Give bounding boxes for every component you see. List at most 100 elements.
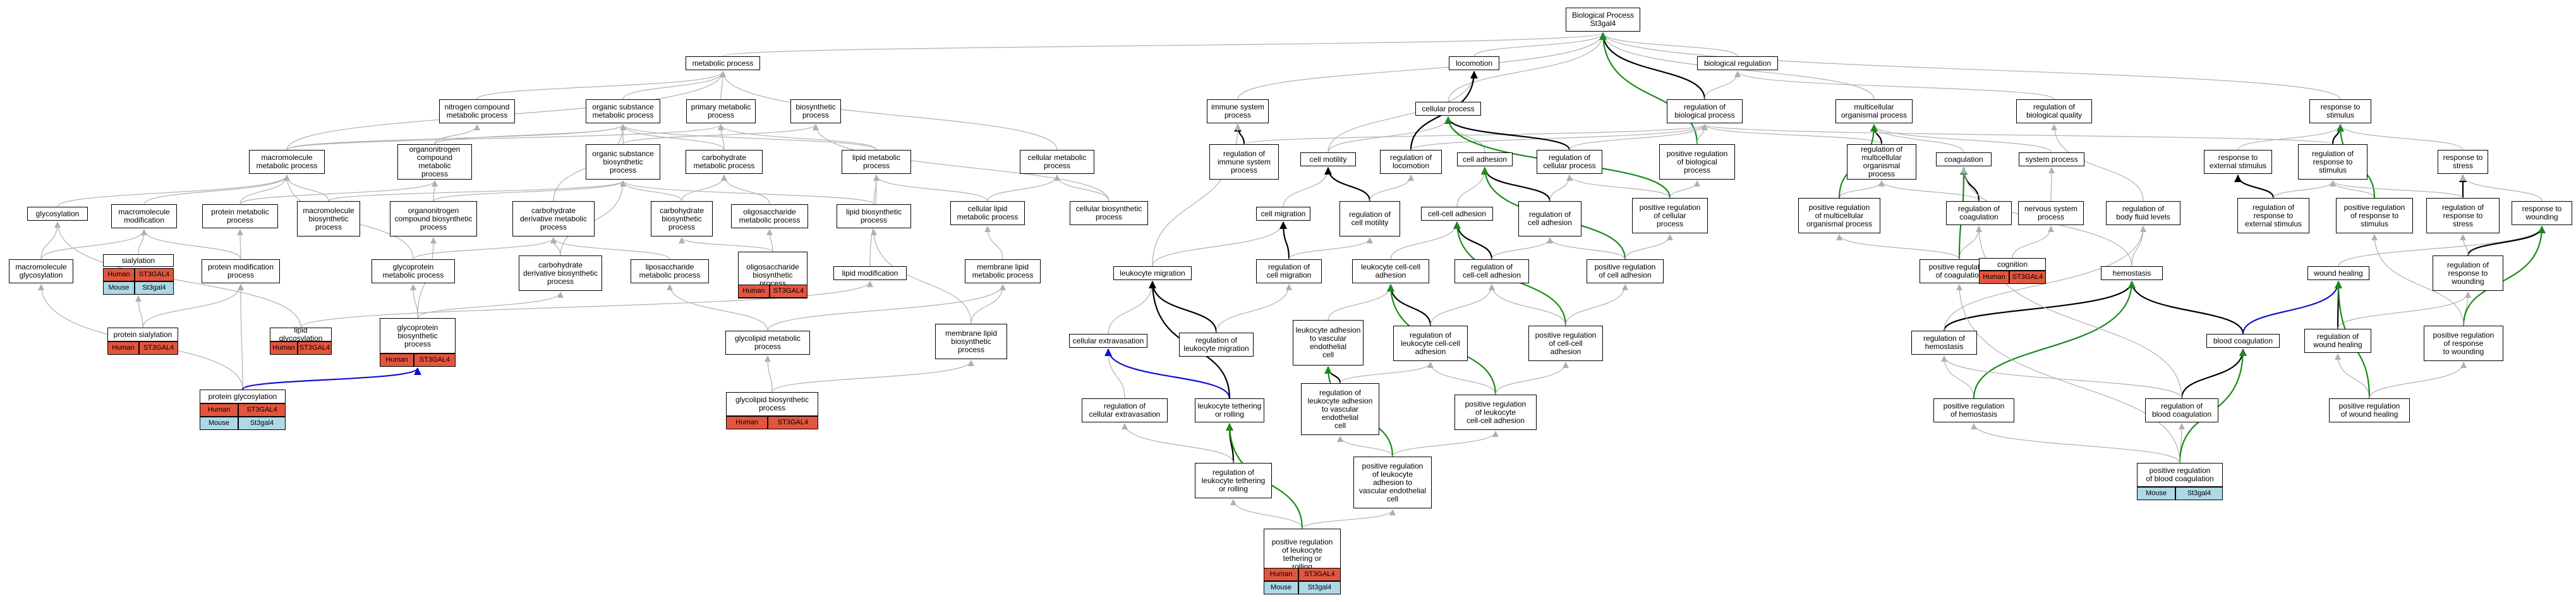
go-term-leukocyte-adhesion-vascular[interactable]: leukocyte adhesion to vascular endotheli… bbox=[1293, 320, 1364, 366]
go-term-lipid-bp[interactable]: lipid biosynthetic process bbox=[837, 204, 911, 228]
go-term-lipid-mp[interactable]: lipid metabolic process bbox=[842, 150, 911, 174]
go-term-pos-reg-response-wounding[interactable]: positive regulation of response to wound… bbox=[2424, 326, 2503, 361]
go-term-root[interactable]: Biological Process St3gal4 bbox=[1566, 8, 1640, 32]
go-term-leukocyte-migration[interactable]: leukocyte migration bbox=[1113, 266, 1192, 280]
go-term-regulation-multicellular[interactable]: regulation of multicellular organismal p… bbox=[1847, 144, 1916, 180]
go-term-organic-substance-bp[interactable]: organic substance biosynthetic process bbox=[586, 144, 660, 180]
go-term-sialylation[interactable]: sialylation bbox=[103, 254, 174, 267]
go-term-multicellular-op[interactable]: multicellular organismal process bbox=[1835, 99, 1913, 123]
go-term-pos-reg-response-stimulus[interactable]: positive regulation of response to stimu… bbox=[2336, 198, 2413, 233]
go-term-cell-cell-adhesion[interactable]: cell-cell adhesion bbox=[1421, 207, 1493, 221]
go-term-membrane-lipid-bp[interactable]: membrane lipid biosynthetic process bbox=[935, 324, 1007, 359]
go-term-regulation-response-external[interactable]: regulation of response to external stimu… bbox=[2237, 198, 2309, 233]
go-term-regulation-blood-coagulation[interactable]: regulation of blood coagulation bbox=[2145, 398, 2218, 422]
go-term-cellular-extravasation[interactable]: cellular extravasation bbox=[1069, 334, 1147, 348]
go-term-regulation-leukocyte-migration[interactable]: regulation of leukocyte migration bbox=[1179, 333, 1254, 357]
go-term-regulation-cell-adhesion[interactable]: regulation of cell adhesion bbox=[1518, 201, 1581, 236]
go-term-response-to-stimulus[interactable]: response to stimulus bbox=[2309, 99, 2371, 123]
go-term-pos-reg-leukocyte-cell-cell[interactable]: positive regulation of leukocyte cell-ce… bbox=[1454, 395, 1537, 430]
go-term-glycolipid-mp[interactable]: glycolipid metabolic process bbox=[725, 331, 810, 355]
go-term-hemostasis[interactable]: hemostasis bbox=[2101, 266, 2163, 280]
go-term-regulation-body-fluid[interactable]: regulation of body fluid levels bbox=[2106, 201, 2180, 225]
go-term-pos-reg-leukocyte-adhesion-vascular[interactable]: positive regulation of leukocyte adhesio… bbox=[1353, 457, 1432, 508]
go-term-primary-mp[interactable]: primary metabolic process bbox=[686, 99, 756, 123]
go-term-cellular-process[interactable]: cellular process bbox=[1415, 102, 1481, 116]
go-term-carbohydrate-derivative-mp[interactable]: carbohydrate derivative metabolic proces… bbox=[512, 201, 595, 236]
go-term-regulation-response-wounding[interactable]: regulation of response to wounding bbox=[2433, 255, 2503, 291]
go-term-locomotion[interactable]: locomotion bbox=[1449, 56, 1499, 70]
go-term-regulation-locomotion[interactable]: regulation of locomotion bbox=[1380, 150, 1442, 174]
go-term-regulation-leukocyte-tethering[interactable]: regulation of leukocyte tethering or rol… bbox=[1195, 463, 1272, 498]
go-term-glycoprotein-bp[interactable]: glycoprotein biosynthetic process bbox=[380, 318, 456, 353]
go-term-macromolecule-bp[interactable]: macromolecule biosynthetic process bbox=[297, 201, 360, 236]
go-term-organic-substance-mp[interactable]: organic substance metabolic process bbox=[586, 99, 660, 123]
go-term-response-wounding[interactable]: response to wounding bbox=[2512, 201, 2572, 225]
go-term-cellular-bp[interactable]: cellular biosynthetic process bbox=[1070, 201, 1148, 225]
go-term-macromolecule-glycosylation[interactable]: macromolecule glycosylation bbox=[9, 259, 73, 283]
go-term-coagulation[interactable]: coagulation bbox=[1936, 152, 1992, 166]
go-term-regulation-coagulation[interactable]: regulation of coagulation bbox=[1946, 201, 2012, 225]
go-term-oligosaccharide-mp[interactable]: oligosaccharide metabolic process bbox=[731, 204, 808, 228]
go-term-wound-healing[interactable]: wound healing bbox=[2307, 266, 2369, 280]
go-term-regulation-leukocyte-cell-cell[interactable]: regulation of leukocyte cell-cell adhesi… bbox=[1393, 326, 1468, 361]
go-term-protein-glycosylation[interactable]: protein glycosylation bbox=[200, 390, 286, 403]
go-term-leukocyte-tethering[interactable]: leukocyte tethering or rolling bbox=[1195, 398, 1264, 422]
go-term-pos-reg-wound-healing[interactable]: positive regulation of wound healing bbox=[2329, 398, 2410, 422]
go-term-carbohydrate-bp[interactable]: carbohydrate biosynthetic process bbox=[651, 201, 713, 236]
go-term-system-process[interactable]: system process bbox=[2019, 152, 2084, 166]
go-term-protein-sialylation[interactable]: protein sialylation bbox=[107, 328, 178, 341]
go-term-lipid-glycosylation[interactable]: lipid glycosylation bbox=[270, 326, 332, 343]
go-term-regulation-hemostasis[interactable]: regulation of hemostasis bbox=[1911, 331, 1977, 355]
go-term-glycosylation[interactable]: glycosylation bbox=[27, 207, 88, 221]
go-term-cell-adhesion[interactable]: cell adhesion bbox=[1457, 152, 1513, 166]
go-term-biosynthetic-process[interactable]: biosynthetic process bbox=[790, 99, 841, 123]
go-term-regulation-biological-quality[interactable]: regulation of biological quality bbox=[2016, 99, 2092, 123]
go-term-pos-reg-bp[interactable]: positive regulation of biological proces… bbox=[1659, 144, 1735, 180]
go-term-regulation-cell-cell-adhesion[interactable]: regulation of cell-cell adhesion bbox=[1454, 259, 1529, 283]
go-term-macromolecule-modification[interactable]: macromolecule modification bbox=[111, 204, 177, 228]
go-term-nitrogen-compound-mp[interactable]: nitrogen compound metabolic process bbox=[439, 99, 515, 123]
go-term-protein-mp[interactable]: protein metabolic process bbox=[202, 204, 278, 228]
go-term-biological-regulation[interactable]: biological regulation bbox=[1697, 56, 1778, 70]
go-term-membrane-lipid-mp[interactable]: membrane lipid metabolic process bbox=[965, 259, 1041, 283]
go-term-organonitrogen-cmp[interactable]: organonitrogen compound metabolic proces… bbox=[397, 144, 472, 180]
go-term-regulation-cellular-process[interactable]: regulation of cellular process bbox=[1537, 150, 1602, 174]
go-term-immune-system-process[interactable]: immune system process bbox=[1207, 99, 1269, 123]
go-term-pos-reg-cell-adhesion[interactable]: positive regulation of cell adhesion bbox=[1587, 259, 1664, 283]
go-term-leukocyte-cell-cell-adhesion[interactable]: leukocyte cell-cell adhesion bbox=[1352, 259, 1429, 283]
go-term-pos-reg-blood-coagulation[interactable]: positive regulation of blood coagulation bbox=[2137, 463, 2223, 487]
go-term-glycolipid-bp[interactable]: glycolipid biosynthetic process bbox=[726, 392, 818, 416]
go-term-regulation-cell-migration[interactable]: regulation of cell migration bbox=[1256, 259, 1322, 283]
go-term-cognition[interactable]: cognition bbox=[1979, 258, 2046, 271]
go-term-pos-reg-coagulation[interactable]: positive regulation of coagulation bbox=[1920, 259, 1999, 283]
go-term-blood-coagulation[interactable]: blood coagulation bbox=[2206, 334, 2280, 348]
go-term-regulation-wound-healing[interactable]: regulation of wound healing bbox=[2304, 329, 2371, 353]
go-term-regulation-immune[interactable]: regulation of immune system process bbox=[1209, 144, 1279, 180]
go-term-protein-modification-process[interactable]: protein modification process bbox=[202, 259, 280, 283]
go-term-cell-migration[interactable]: cell migration bbox=[1256, 207, 1310, 221]
go-term-macromolecule-mp[interactable]: macromolecule metabolic process bbox=[249, 150, 325, 174]
go-term-glycoprotein-mp[interactable]: glycoprotein metabolic process bbox=[372, 259, 455, 283]
go-term-metabolic-process[interactable]: metabolic process bbox=[686, 56, 760, 70]
go-term-carbohydrate-mp[interactable]: carbohydrate metabolic process bbox=[686, 150, 763, 174]
go-term-cellular-mp[interactable]: cellular metabolic process bbox=[1020, 150, 1094, 174]
go-term-regulation-response-stress[interactable]: regulation of response to stress bbox=[2426, 198, 2500, 233]
go-term-carbohydrate-derivative-bp[interactable]: carbohydrate derivative biosynthetic pro… bbox=[519, 255, 602, 291]
go-term-response-stress[interactable]: response to stress bbox=[2438, 150, 2488, 174]
go-term-pos-reg-multicellular[interactable]: positive regulation of multicellular org… bbox=[1798, 198, 1880, 233]
go-term-response-external[interactable]: response to external stimulus bbox=[2204, 150, 2272, 174]
go-term-nervous-system-process[interactable]: nervous system process bbox=[2018, 201, 2084, 225]
go-term-regulation-bp[interactable]: regulation of biological process bbox=[1667, 99, 1743, 123]
go-term-regulation-leukocyte-adhesion-vascular[interactable]: regulation of leukocyte adhesion to vasc… bbox=[1301, 383, 1379, 435]
go-term-pos-reg-cellular-process[interactable]: positive regulation of cellular process bbox=[1632, 198, 1708, 233]
go-term-lipid-modification[interactable]: lipid modification bbox=[833, 266, 907, 280]
go-term-liposaccharide-mp[interactable]: liposaccharide metabolic process bbox=[631, 259, 709, 283]
go-term-regulation-response-stimulus[interactable]: regulation of response to stimulus bbox=[2298, 144, 2367, 180]
go-term-cell-motility[interactable]: cell motility bbox=[1300, 152, 1356, 166]
go-term-pos-reg-cell-cell-adhesion[interactable]: positive regulation of cell-cell adhesio… bbox=[1528, 326, 1603, 361]
go-term-organonitrogen-cbp[interactable]: organonitrogen compound biosynthetic pro… bbox=[390, 201, 477, 236]
go-term-regulation-cellular-extravasation[interactable]: regulation of cellular extravasation bbox=[1082, 398, 1168, 422]
go-term-cellular-lipid-mp[interactable]: cellular lipid metabolic process bbox=[950, 201, 1025, 225]
go-term-pos-reg-hemostasis[interactable]: positive regulation of hemostasis bbox=[1933, 398, 2014, 422]
go-term-regulation-cell-motility[interactable]: regulation of cell motility bbox=[1339, 201, 1400, 236]
